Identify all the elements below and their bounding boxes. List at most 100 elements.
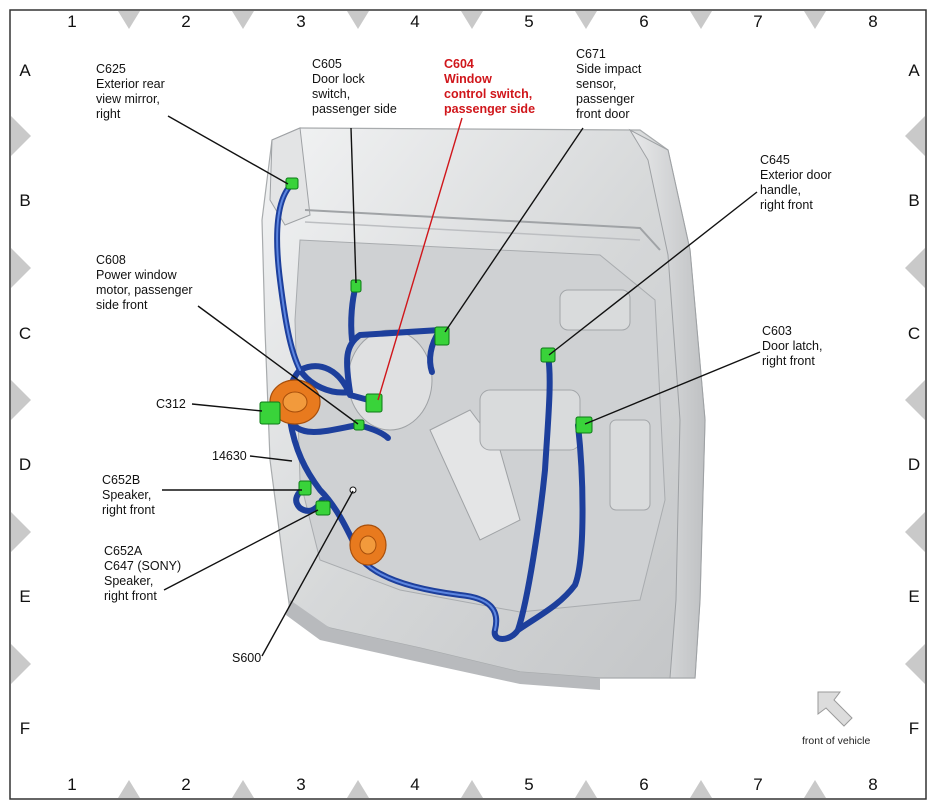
leader-c625 [167,115,289,185]
callout-desc: switch, [312,87,350,101]
callout-c652b: C652B Speaker, right front [102,473,155,517]
callout-desc: Power window [96,268,178,282]
grid-marker [804,780,826,798]
row-label: D [19,455,31,474]
leader-c604 [377,117,463,401]
column-labels-top: 1 2 3 4 5 6 7 8 [67,12,877,31]
callout-desc: Exterior rear [96,77,165,91]
callout-desc: right front [102,503,155,517]
col-label: 8 [868,12,877,31]
col-label: 6 [639,775,648,794]
callout-desc: Window [444,72,492,86]
grid-marker [232,11,254,29]
door-b-pillar [628,128,706,679]
row-label: C [908,324,920,343]
grid-marker [11,380,31,420]
callout-desc: right front [762,354,815,368]
callout-desc: view mirror, [96,92,160,106]
callout-desc: Door lock [312,72,366,86]
callout-desc: front door [576,107,630,121]
callout-c652a: C652A C647 (SONY) Speaker, right front [104,544,181,603]
leader-lines [162,115,761,657]
callout-code: C625 [96,62,126,76]
grid-marker [690,11,712,29]
row-label: D [908,455,920,474]
col-label: 6 [639,12,648,31]
leader-s600 [261,490,354,657]
col-label: 5 [524,775,533,794]
grid-marker [118,11,140,29]
row-labels-left: A B C D E F [19,61,31,738]
callout-desc: Exterior door [760,168,832,182]
col-label: 4 [410,775,419,794]
callout-desc: Door latch, [762,339,822,353]
callout-desc: Speaker, [104,574,153,588]
callout-c608: C608 Power window motor, passenger side … [96,253,193,312]
window-motor-hub [282,391,308,413]
grid-marker [232,780,254,798]
speaker-component-hub [359,535,377,555]
front-of-vehicle-indicator: front of vehicle [802,691,870,747]
col-label: 1 [67,775,76,794]
row-label: A [19,61,31,80]
grid-marker [461,11,483,29]
connector-c645 [540,347,556,363]
col-label: 3 [296,775,305,794]
callout-c645: C645 Exterior door handle, right front [760,153,832,212]
callout-desc: Speaker, [102,488,151,502]
access-hole [479,389,581,451]
callout-desc: handle, [760,183,801,197]
row-label: E [19,587,30,606]
leader-c645 [548,191,758,356]
callout-c605: C605 Door lock switch, passenger side [312,57,397,116]
row-label: C [19,324,31,343]
col-label: 1 [67,12,76,31]
callout-c603: C603 Door latch, right front [762,324,822,368]
access-hole [609,419,651,511]
callout-c625: C625 Exterior rear view mirror, right [96,62,165,121]
callout-desc: control switch, [444,87,532,101]
door-illustration [261,127,706,690]
callout-desc: sensor, [576,77,616,91]
col-label: 5 [524,12,533,31]
leader-c652a [163,509,319,591]
callout-code: C652A [104,544,143,558]
grid-marker [347,11,369,29]
speaker-and-motor [269,379,387,566]
callout-desc: side front [96,298,148,312]
callout-code: C605 [312,57,342,71]
grid-marker [905,380,925,420]
grid-marker [804,11,826,29]
grid-marker [11,248,31,288]
col-label: 4 [410,12,419,31]
leader-c312 [191,403,263,412]
grid-marker [461,780,483,798]
col-label: 8 [868,775,877,794]
row-label: B [908,191,919,210]
connector-c652a [315,500,331,516]
col-label: 7 [753,775,762,794]
grid-marker [118,780,140,798]
leader-c671 [444,127,584,333]
belt-line-inner [304,221,641,241]
callout-c671: C671 Side impact sensor, passenger front… [576,47,642,121]
grid-marker [11,116,31,156]
harness-wire [297,363,379,405]
harness-highlight [276,183,301,371]
callout-desc: right front [760,198,813,212]
col-label: 7 [753,12,762,31]
grid-markers [11,11,925,798]
grid-marker [11,644,31,684]
grid-marker [575,11,597,29]
column-labels-bottom: 1 2 3 4 5 6 7 8 [67,775,877,794]
callout-code: C604 [444,57,474,71]
arrow-icon [817,691,853,727]
row-label: B [19,191,30,210]
callout-desc: right [96,107,121,121]
callout-desc: passenger side [312,102,397,116]
leader-c605 [350,127,357,284]
front-of-vehicle-label: front of vehicle [802,735,870,747]
harness-wire [515,422,586,633]
leader-c608 [197,305,359,425]
connector-c312 [259,401,281,425]
